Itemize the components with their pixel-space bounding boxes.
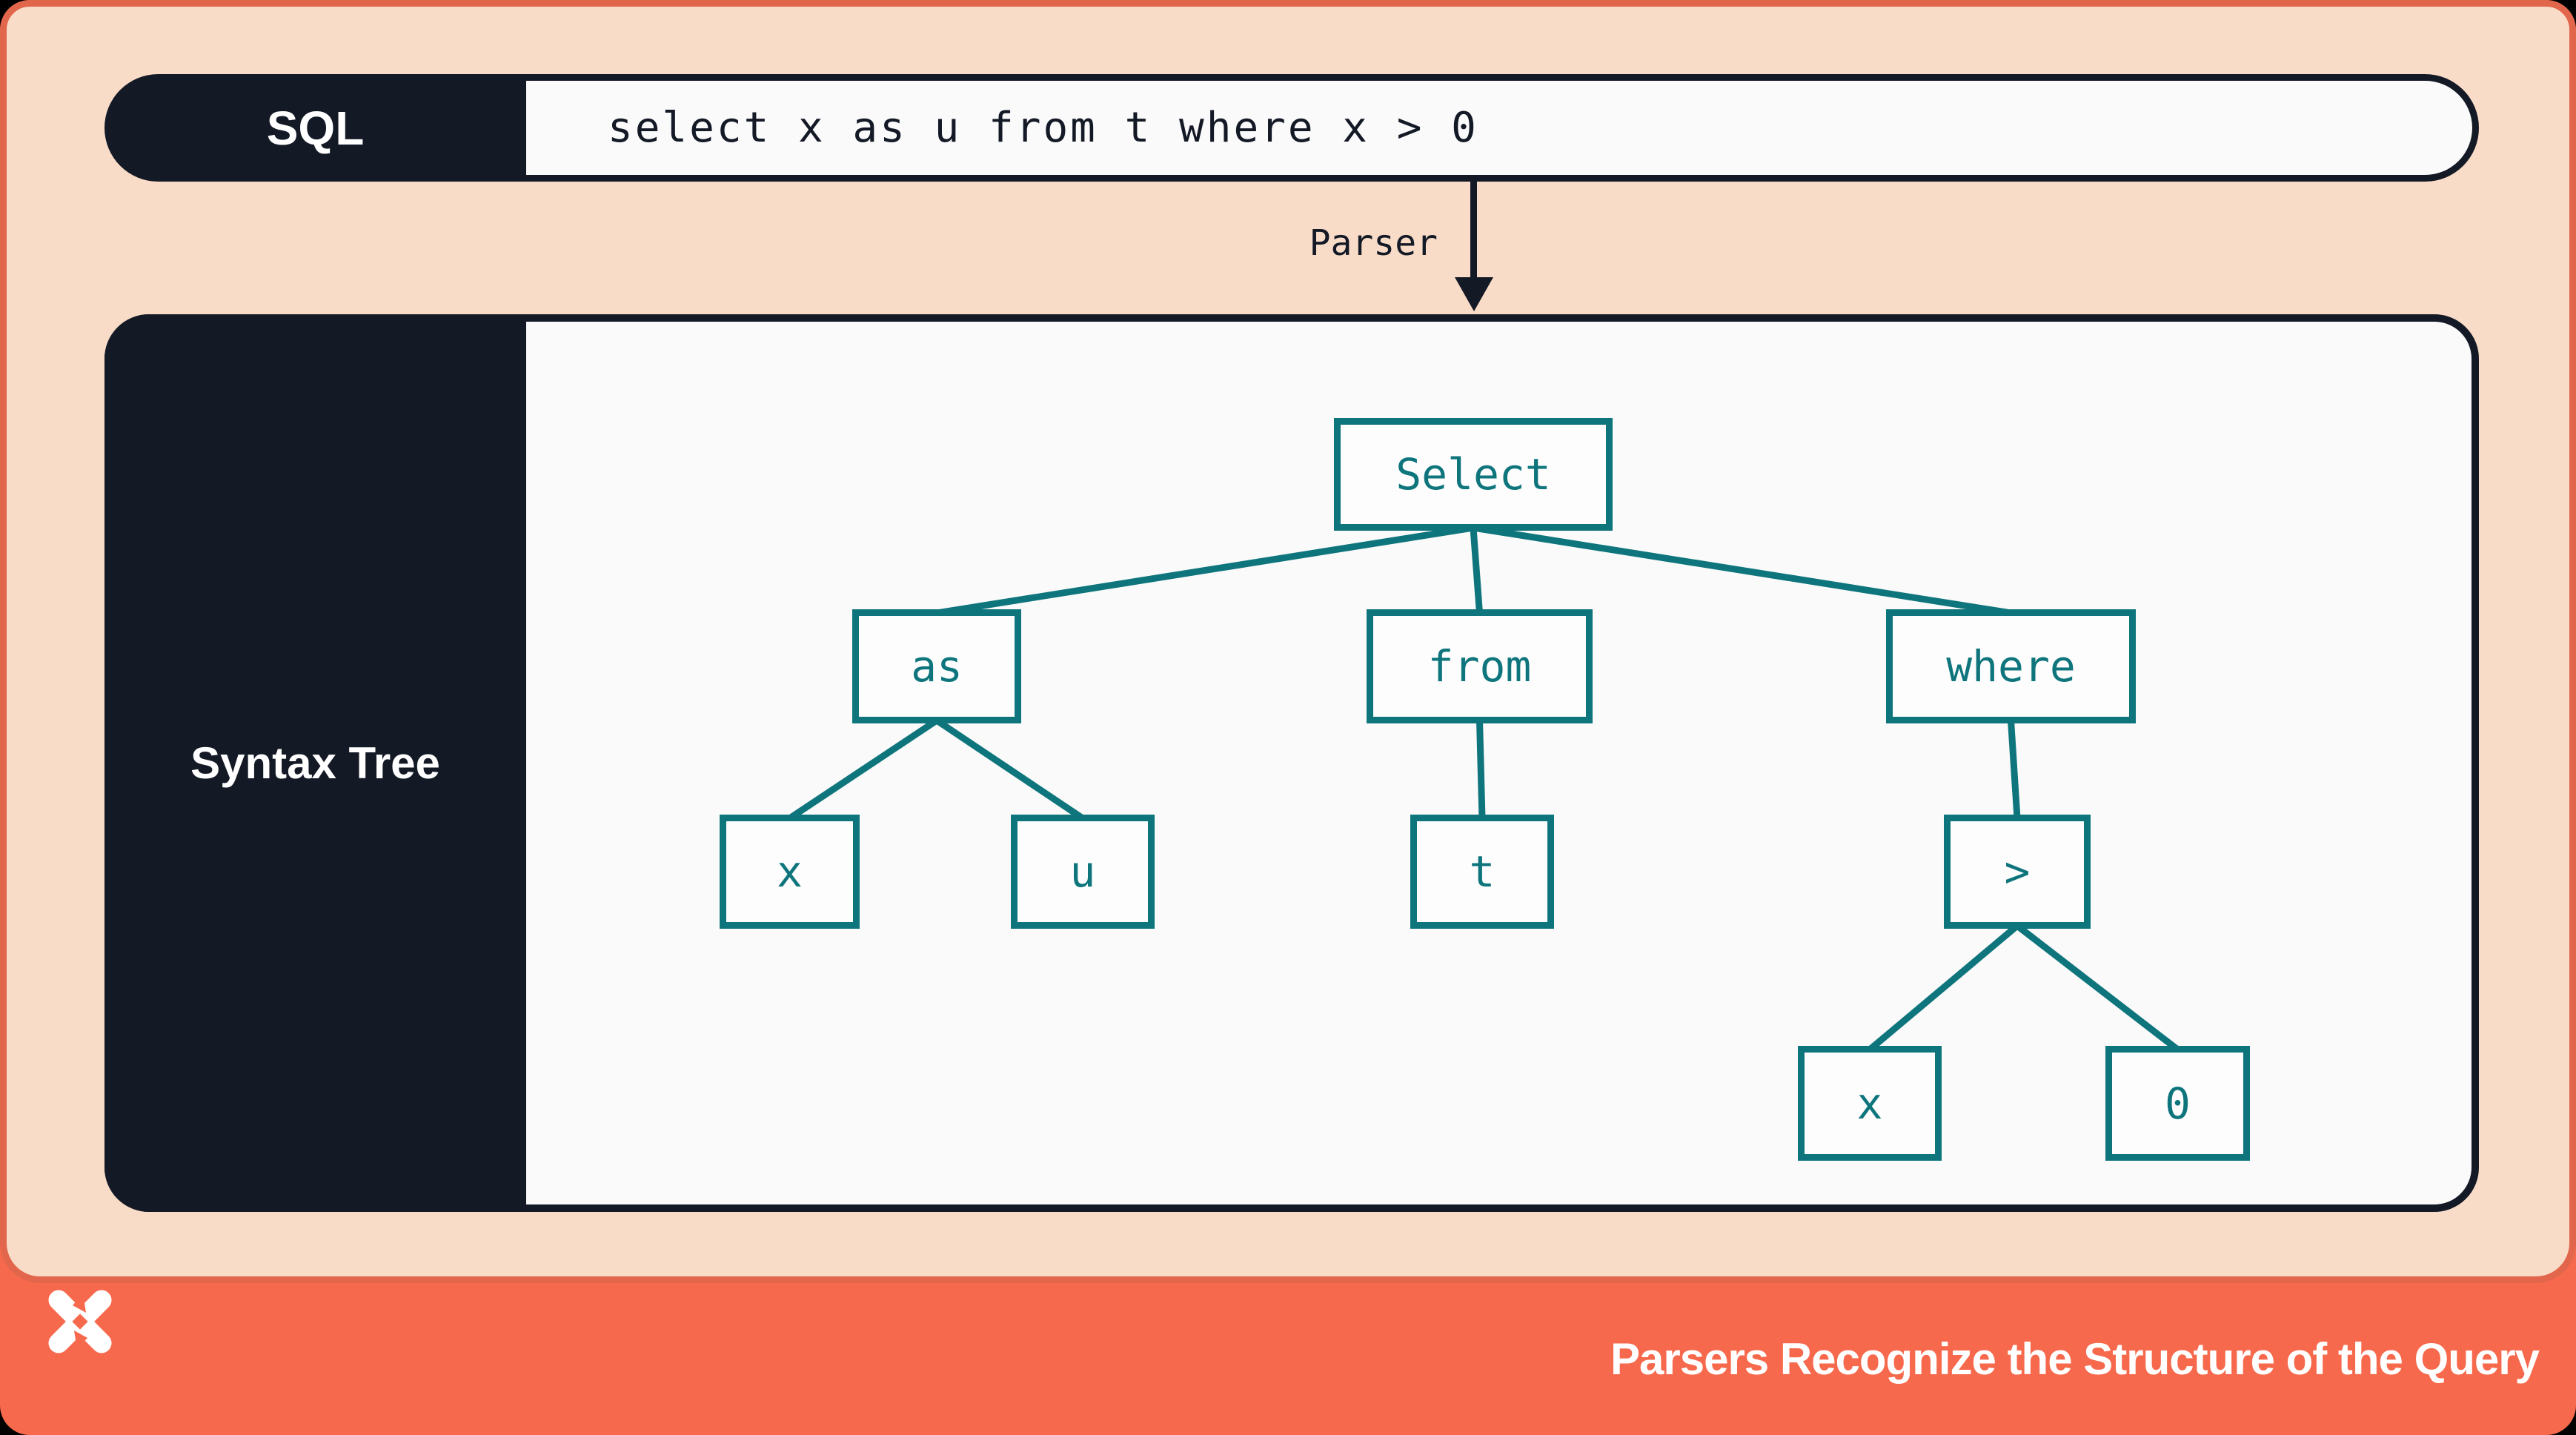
down-arrow-head-icon (1455, 277, 1493, 311)
syntax-tree-label: Syntax Tree (190, 738, 440, 788)
sql-bar-label: SQL (266, 101, 365, 155)
footer-bar: Parsers Recognize the Structure of the Q… (0, 1283, 2576, 1435)
sql-bar: SQL select x as u from t where x > 0 (104, 74, 2479, 182)
sql-query-text: select x as u from t where x > 0 (526, 81, 2472, 175)
footer-caption: Parsers Recognize the Structure of the Q… (1610, 1334, 2540, 1384)
tree-edges (788, 524, 2180, 1053)
down-arrow-icon (1470, 182, 1477, 279)
parser-label: Parser (1309, 222, 1438, 264)
x-logo-icon (48, 1290, 112, 1353)
syntax-tree-sidebar: Syntax Tree (104, 314, 526, 1212)
